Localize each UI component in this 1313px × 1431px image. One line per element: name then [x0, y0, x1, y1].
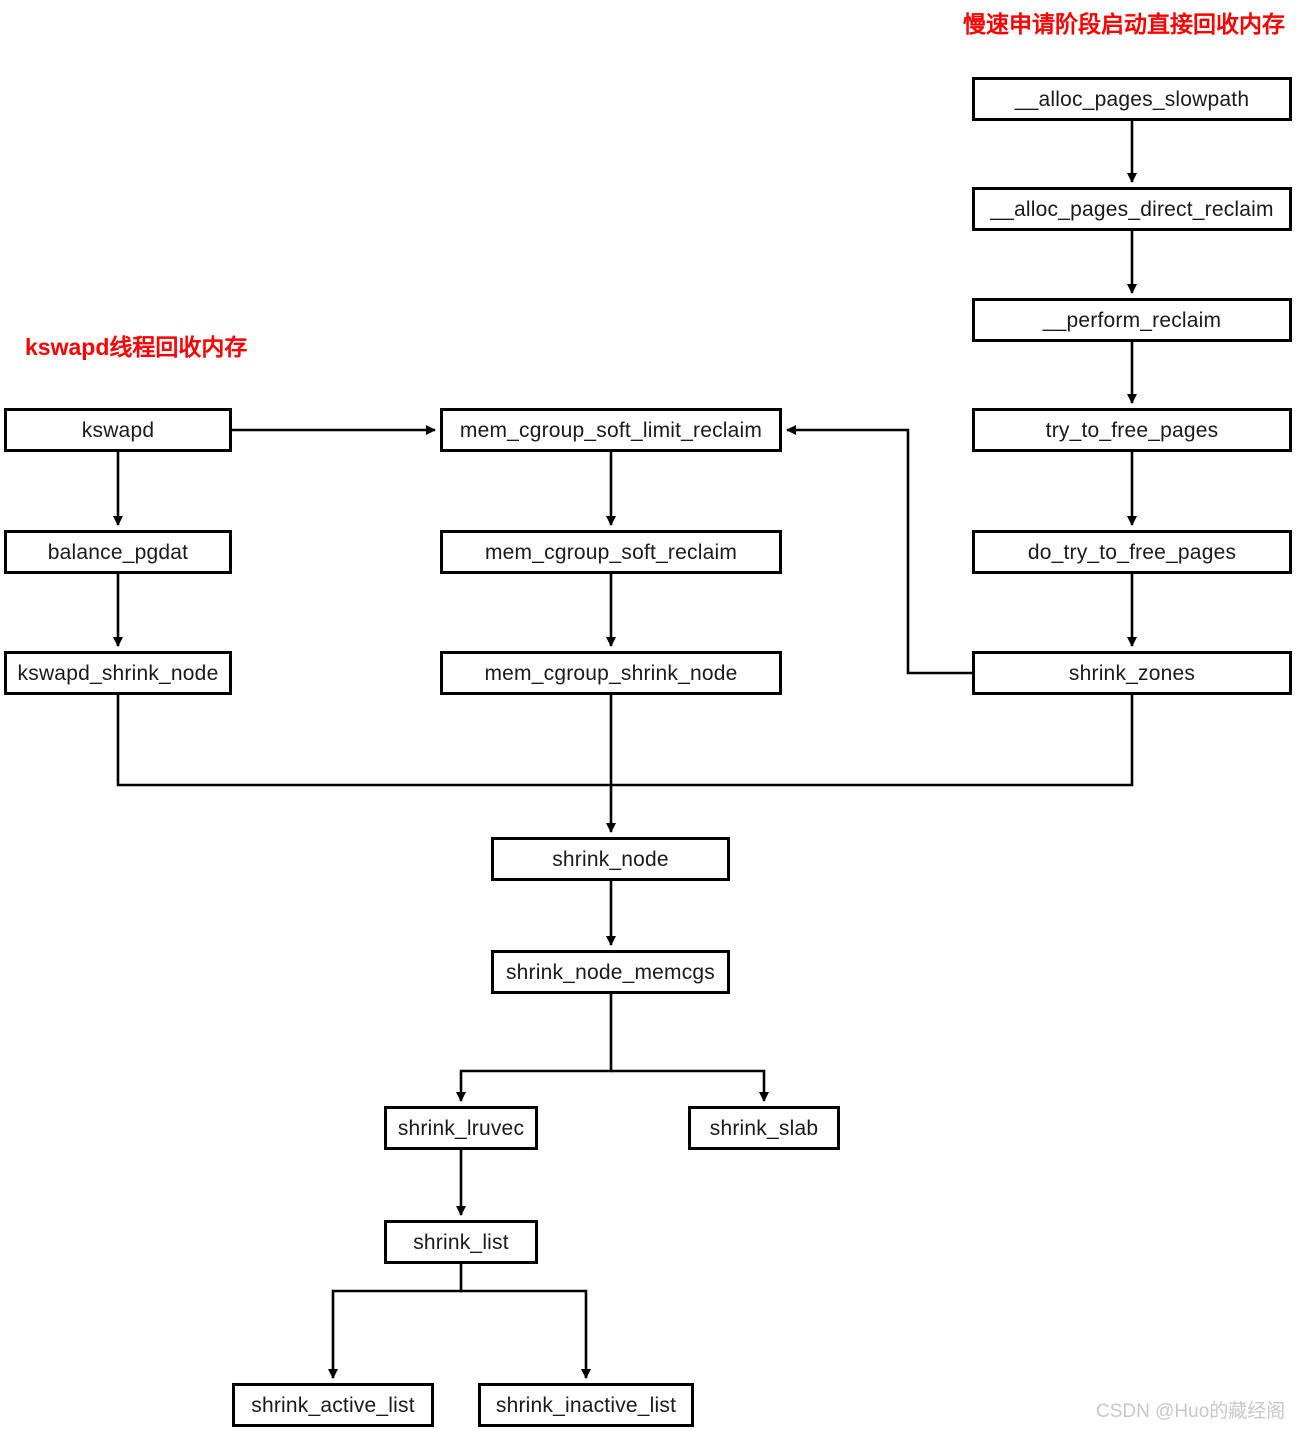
node-perform-reclaim[interactable]: __perform_reclaim	[972, 298, 1292, 342]
node-shrink-list[interactable]: shrink_list	[384, 1220, 538, 1264]
edge-shrinkzones-to-shrinknode	[611, 695, 1134, 787]
node-mem-cgroup-soft-limit-reclaim[interactable]: mem_cgroup_soft_limit_reclaim	[440, 408, 782, 452]
edge-shrinkzones-to-softlimit	[786, 425, 972, 675]
node-kswapd[interactable]: kswapd	[4, 408, 232, 452]
watermark: CSDN @Huo的藏经阁	[1096, 1401, 1286, 1422]
edge-list-to-inactive	[461, 1289, 591, 1379]
node-balance-pgdat[interactable]: balance_pgdat	[4, 530, 232, 574]
node-shrink-inactive-list[interactable]: shrink_inactive_list	[478, 1383, 694, 1427]
node-alloc-pages-slowpath[interactable]: __alloc_pages_slowpath	[972, 77, 1292, 121]
node-shrink-zones[interactable]: shrink_zones	[972, 651, 1292, 695]
edge-memcgs-to-lruvec	[456, 994, 613, 1102]
edge-list-to-active	[328, 1264, 463, 1379]
edge-kswapdshrink-to-shrinknode	[116, 695, 611, 787]
node-shrink-active-list[interactable]: shrink_active_list	[232, 1383, 434, 1427]
node-shrink-lruvec[interactable]: shrink_lruvec	[384, 1106, 538, 1150]
node-mem-cgroup-shrink-node[interactable]: mem_cgroup_shrink_node	[440, 651, 782, 695]
node-do-try-to-free-pages[interactable]: do_try_to_free_pages	[972, 530, 1292, 574]
node-kswapd-shrink-node[interactable]: kswapd_shrink_node	[4, 651, 232, 695]
annotation-kswapd: kswapd线程回收内存	[25, 334, 248, 360]
node-shrink-node[interactable]: shrink_node	[491, 837, 730, 881]
node-alloc-pages-direct-reclaim[interactable]: __alloc_pages_direct_reclaim	[972, 187, 1292, 231]
node-shrink-slab[interactable]: shrink_slab	[688, 1106, 840, 1150]
node-try-to-free-pages[interactable]: try_to_free_pages	[972, 408, 1292, 452]
edge-memcgs-to-slab	[611, 1069, 769, 1102]
node-mem-cgroup-soft-reclaim[interactable]: mem_cgroup_soft_reclaim	[440, 530, 782, 574]
annotation-direct-reclaim: 慢速申请阶段启动直接回收内存	[963, 11, 1285, 37]
node-shrink-node-memcgs[interactable]: shrink_node_memcgs	[491, 950, 730, 994]
